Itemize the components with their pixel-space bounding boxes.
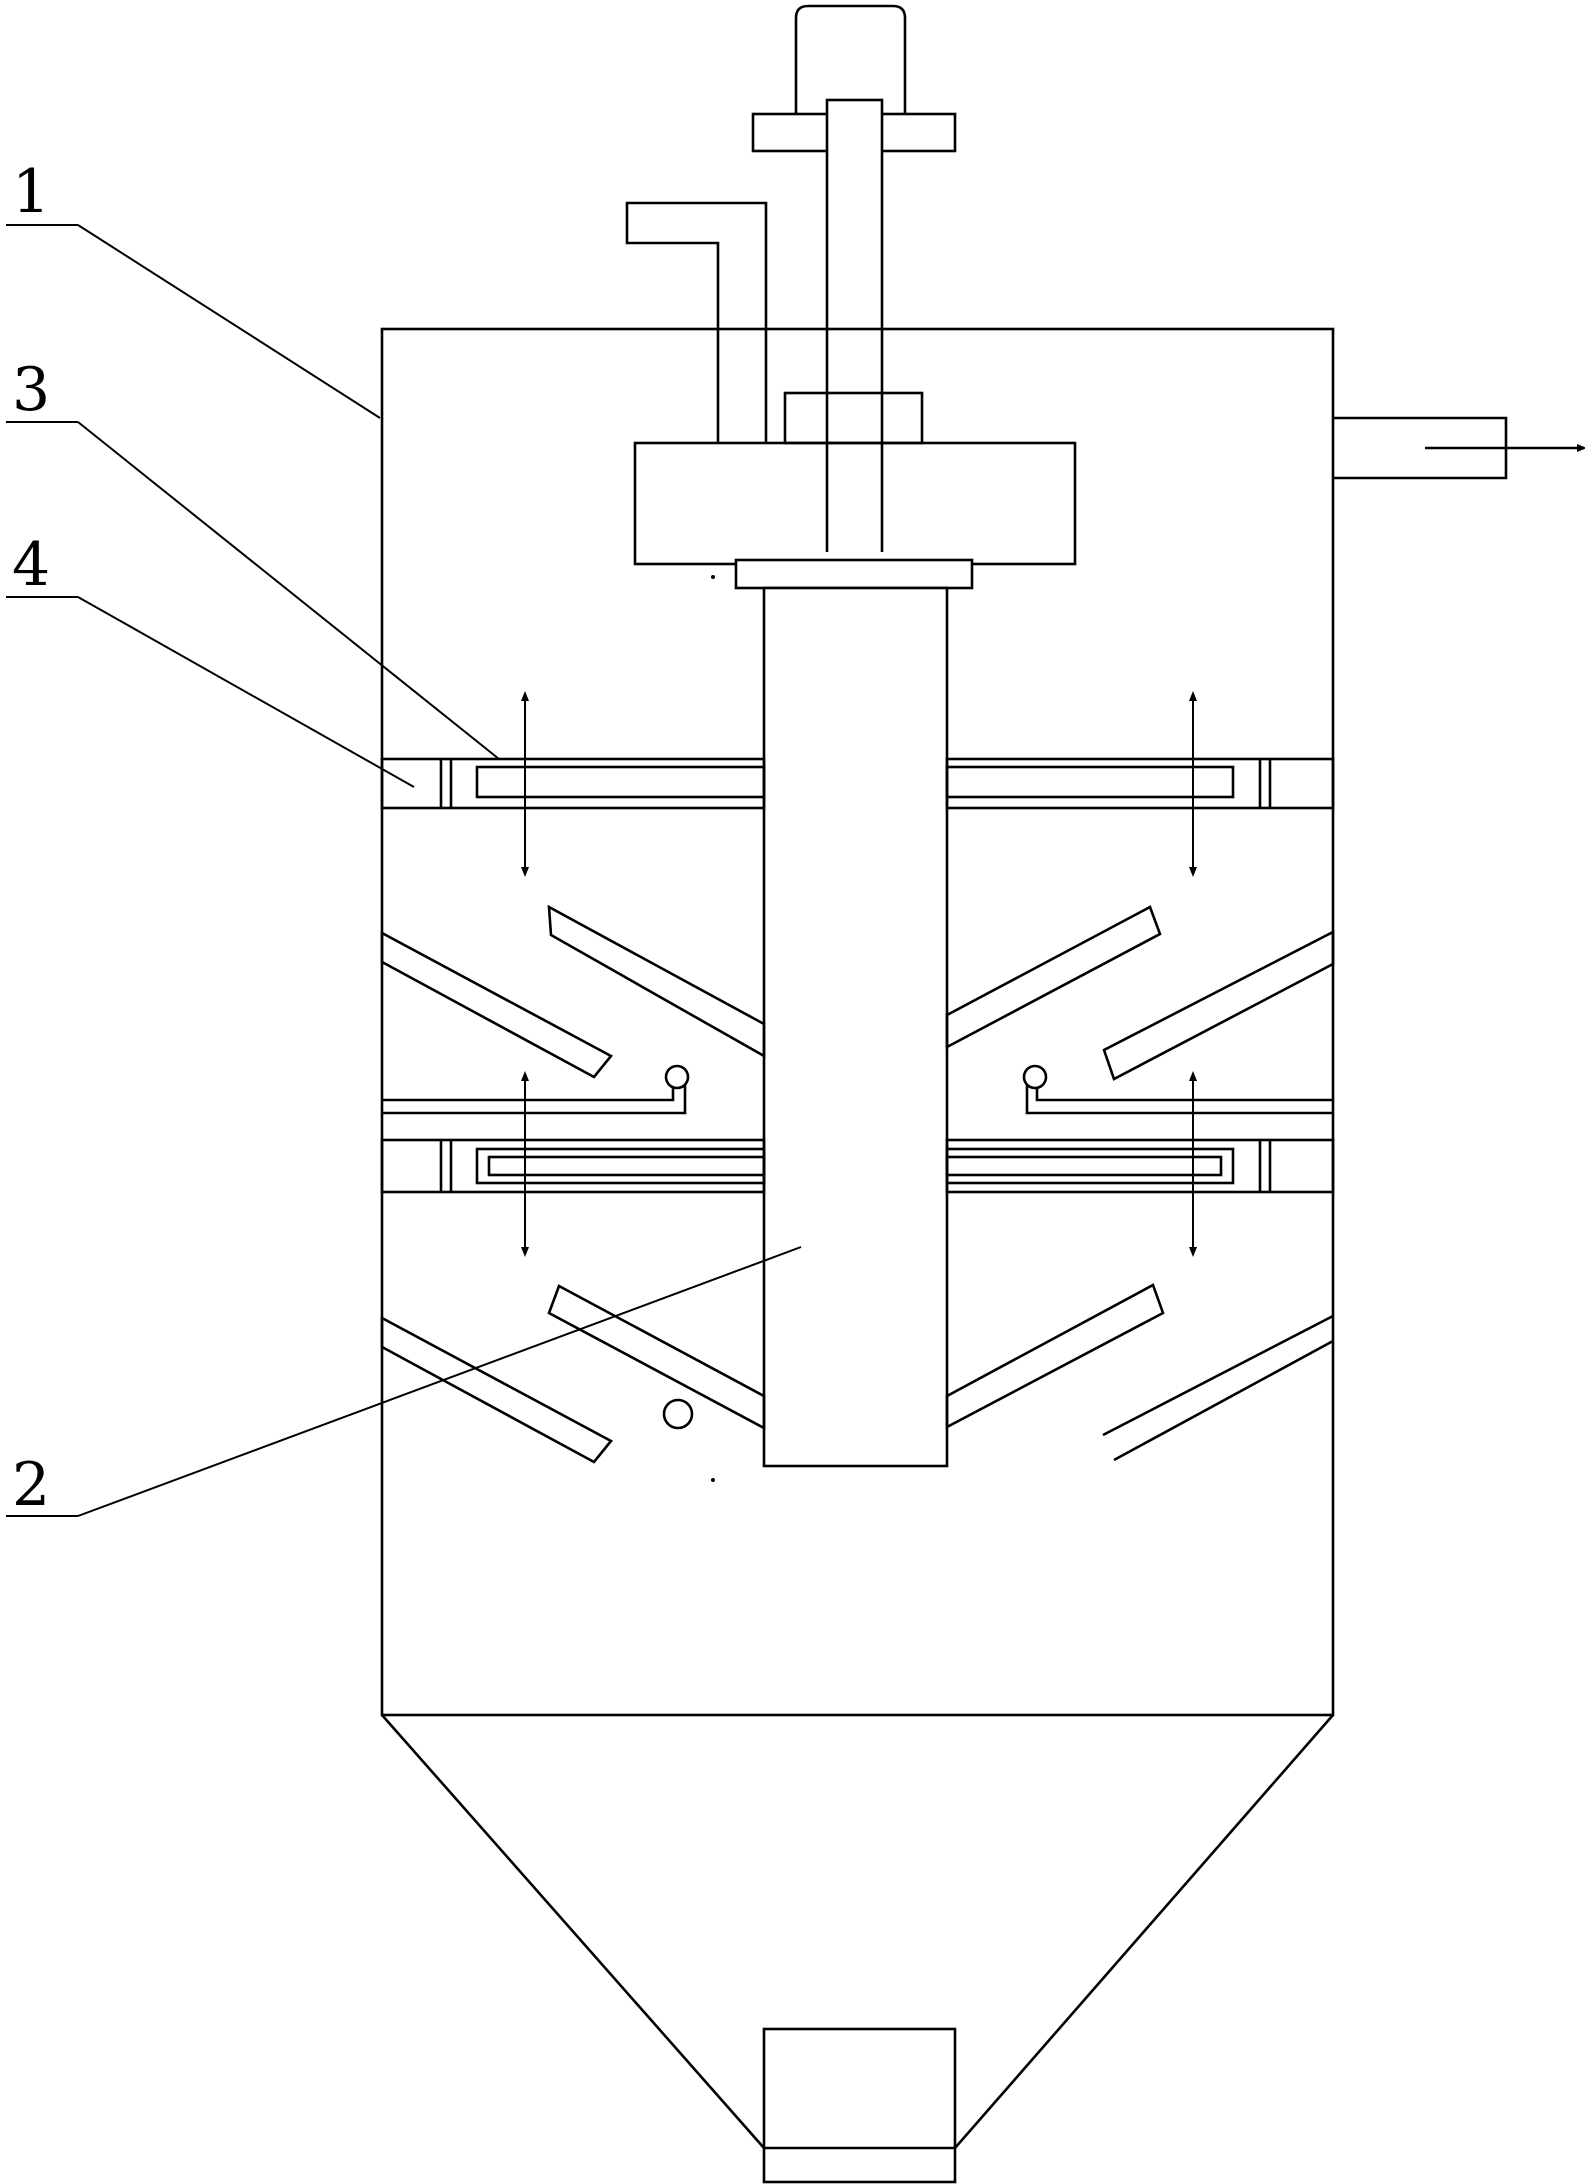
label-3: 3 [12,355,50,425]
nozzle-left [664,1064,690,1090]
membrane-layer-upper [380,691,1335,877]
outlet-pipe [1333,416,1585,480]
feed-pipe-left [382,1080,675,1102]
bearing-block [633,441,1077,566]
motor-housing [794,4,907,115]
inlet-pipe [625,201,768,443]
membrane-element-right [945,765,1235,799]
hub-top [783,391,924,445]
label-1: 1 [12,157,50,227]
membrane-layer-middle [380,1064,1335,1257]
baffles-upper [380,904,1335,1081]
membrane-element-left [475,765,766,799]
rotating-core [762,586,949,1468]
baffles-lower [380,1283,1334,1482]
feed-pipe-right [1035,1082,1333,1102]
membrane-element-left-mid [475,1147,766,1185]
shell-body [380,327,1335,1717]
membrane-element-right-mid [945,1147,1235,1185]
bearing-plate [734,558,974,590]
vessel-shell [380,327,1335,2184]
port-circle [662,1398,694,1430]
conical-bottom [381,1714,1334,2150]
top-bearing [633,391,1077,590]
feed-pipe-right-inner [1025,1082,1333,1115]
callouts: 1 3 4 2 [6,157,802,1520]
discharge-outlet [762,2027,957,2184]
feed-pipe-left-inner [382,1080,687,1115]
nozzle-right [1022,1064,1048,1090]
label-2: 2 [12,1450,50,1520]
label-4: 4 [12,530,50,600]
